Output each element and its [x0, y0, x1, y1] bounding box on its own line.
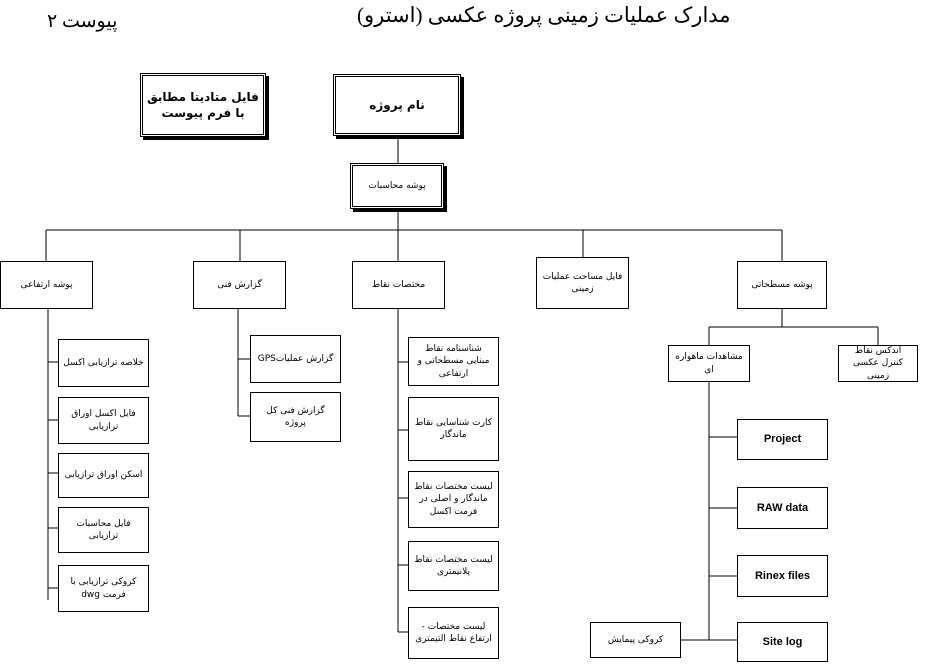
- leveling-scan-box: اسکن اوراق ترازیابی: [58, 453, 149, 498]
- base-id-box: شناسنامه نقاط مبنایی مسطحاتی و ارتفاعی: [408, 337, 499, 386]
- site-log-box: Site log: [737, 622, 828, 662]
- monument-list-box: لیست مختصات نقاط ماندگار و اصلی در فرمت …: [408, 471, 499, 528]
- satellite-obs-box: مشاهدات ماهواره ای: [668, 345, 750, 382]
- point-coords-box: مختصات نقاط: [352, 261, 445, 309]
- rinex-files-box: Rinex files: [737, 555, 828, 597]
- raw-data-box: RAW data: [737, 487, 828, 529]
- gps-report-box: گزارش عملیاتGPS: [250, 335, 341, 383]
- leveling-summary-box: خلاصه ترازیابی اکسل: [58, 339, 149, 387]
- leveling-calc-box: فایل محاسبات ترازیابی: [58, 507, 149, 553]
- project-box: Project: [737, 419, 828, 460]
- metadata-file-box: فایل متادیتا مطابق با فرم پیوست: [140, 73, 266, 137]
- page-title: مدارک عملیات زمینی پروژه عکسی (استرو): [357, 3, 731, 27]
- project-tech-report-box: گزارش فنی کل پروژه: [250, 392, 341, 442]
- monument-card-box: کارت شناسایی نقاط ماندگار: [408, 397, 499, 461]
- annex-label: پیوست ۲: [47, 11, 118, 32]
- altimetric-list-box: لیست مختصات - ارتفاع نقاط التیمتری: [408, 607, 499, 659]
- planimetric-list-box: لیست مختصات نقاط پلانیمتری: [408, 541, 499, 591]
- gcp-index-box: اندکس نقاط کنترل عکسی زمینی: [838, 345, 918, 382]
- survey-area-file-box: فایل مساحت عملیات زمینی: [536, 257, 629, 309]
- leveling-excel-box: فایل اکسل اوراق ترازیابی: [58, 397, 149, 444]
- tech-report-box: گزارش فنی: [193, 261, 286, 309]
- project-name-box: نام پروژه: [333, 74, 461, 136]
- leveling-sketch-box: کروکی ترازیابی با فرمت dwg: [58, 565, 149, 612]
- calc-folder-box: پوشه محاسبات: [350, 163, 444, 209]
- survey-sketch-box: کروکی پیمایش: [590, 622, 681, 658]
- height-folder-box: پوشه ارتفاعی: [0, 261, 93, 309]
- planimetric-folder-box: پوشه مسطحاتی: [737, 261, 827, 309]
